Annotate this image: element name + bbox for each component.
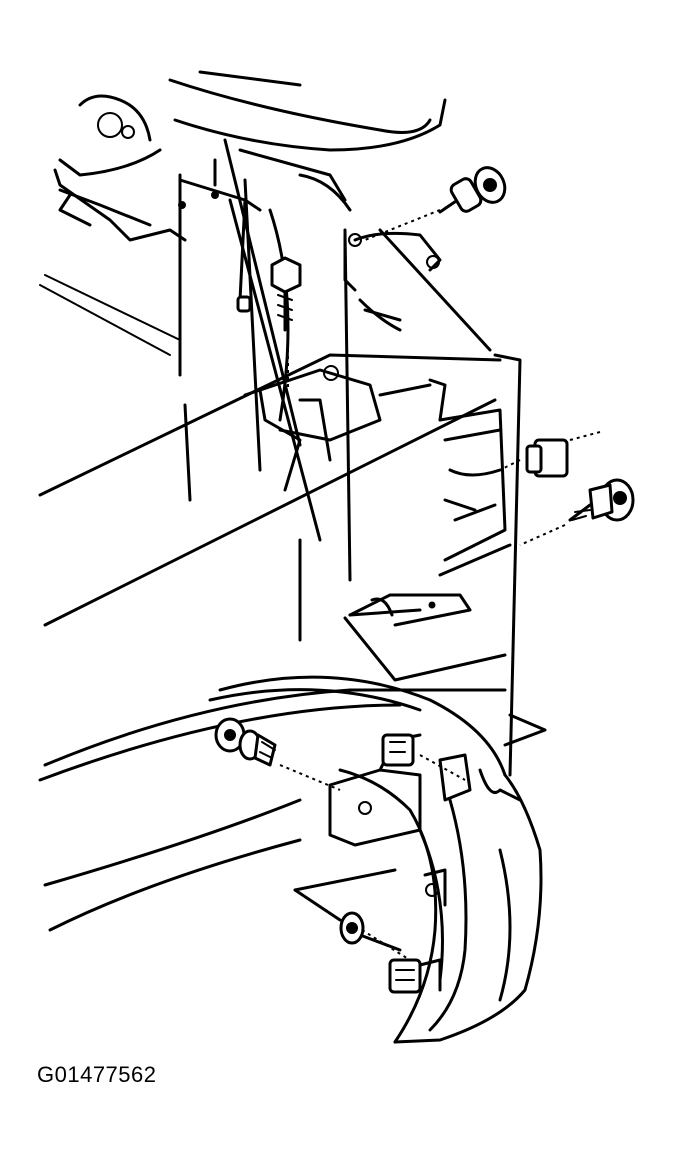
lower-push-pin-retainer bbox=[339, 911, 411, 961]
radiator-support-bracket bbox=[39, 158, 262, 377]
lower-clip-nuts bbox=[388, 868, 447, 994]
center-mounting-bracket bbox=[243, 365, 447, 492]
upper-mount-bracket bbox=[343, 231, 442, 332]
fender-inner-panel bbox=[183, 138, 352, 642]
wheel-opening-extension bbox=[208, 675, 543, 1044]
inner-fender-brace bbox=[348, 408, 512, 617]
right-lower-bolt bbox=[519, 478, 635, 546]
upper-right-bolt bbox=[364, 166, 507, 241]
wheel-opening-plate bbox=[328, 713, 547, 847]
figure-id-label: G01477562 bbox=[37, 1062, 157, 1087]
vertical-center-bolt bbox=[270, 256, 302, 390]
right-clip-nut bbox=[499, 431, 601, 478]
lower-bracket bbox=[343, 593, 507, 682]
fender-panel-edges bbox=[38, 228, 522, 932]
lower-panel-outline bbox=[293, 868, 402, 952]
upper-body-structure bbox=[58, 70, 447, 212]
left-lower-bolt bbox=[214, 717, 341, 791]
